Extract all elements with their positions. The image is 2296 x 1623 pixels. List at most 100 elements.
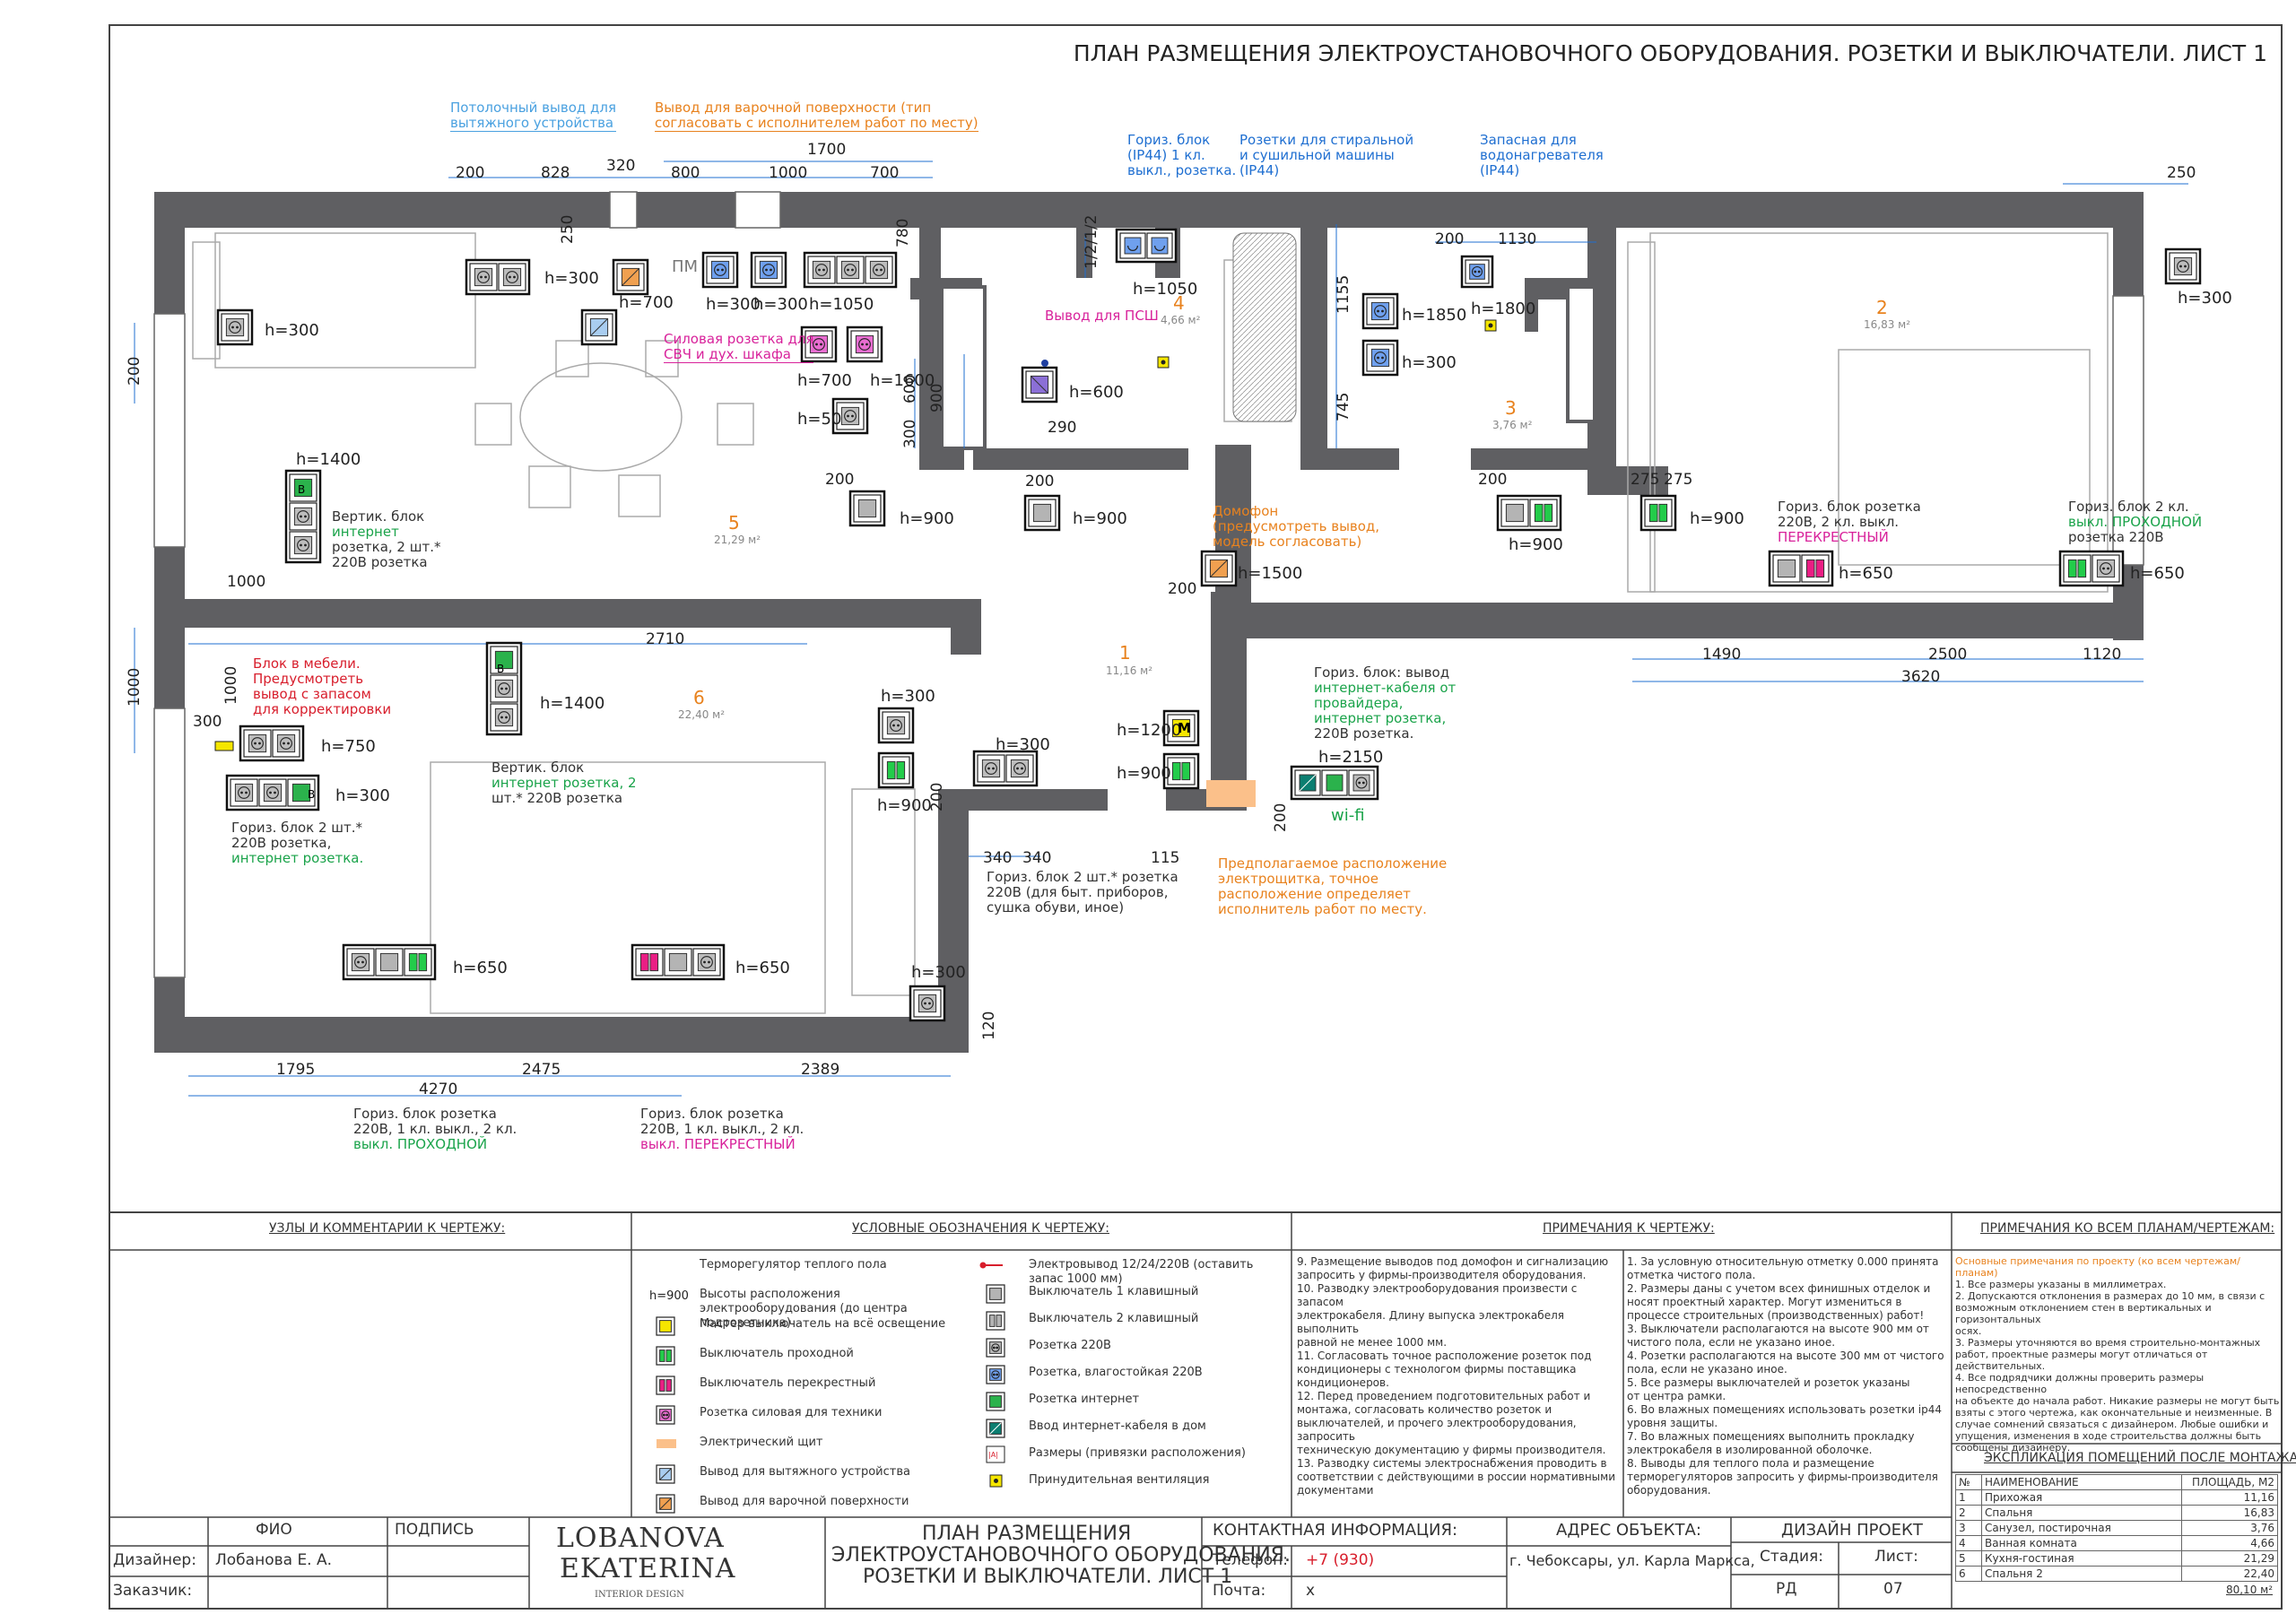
note-line: отметка чистого пола. bbox=[1627, 1269, 1756, 1281]
note-line: случае сомнений связаться с дизайнером. … bbox=[1955, 1419, 2269, 1430]
legend-item-label: Вывод для вытяжного устройства bbox=[700, 1465, 910, 1479]
height-label: h=1400 bbox=[296, 450, 361, 469]
note-line: упущения, изменения в ходе строительства… bbox=[1955, 1430, 2262, 1442]
note-line: 8. Выводы для теплого пола и размещение bbox=[1627, 1457, 1874, 1470]
dim-1000-b: 1000 bbox=[227, 573, 265, 591]
height-label: h=300 bbox=[335, 786, 390, 805]
title-block-grid bbox=[109, 1517, 1952, 1609]
stamp-plan-title-2: ЭЛЕКТРОУСТАНОВОЧНОГО ОБОРУДОВАНИЯ. bbox=[831, 1544, 1291, 1567]
device-block bbox=[1115, 228, 1178, 264]
dim-115: 115 bbox=[1151, 849, 1179, 867]
height-label: h=700 bbox=[797, 371, 852, 390]
height-label: h=300 bbox=[265, 321, 319, 340]
stamp-fio-header: ФИО bbox=[256, 1521, 292, 1539]
note-bedroom-left-block: Гориз. блок розетка 220В, 2 кл. выкл. ПЕ… bbox=[1778, 499, 1921, 545]
note-line: электрощитка, точное bbox=[1218, 871, 1378, 887]
logo-line-1: LOBANOVA bbox=[556, 1523, 725, 1554]
note-line: электрокабеля в изолированной оболочке. bbox=[1627, 1444, 1873, 1456]
note-line: процессе строительных (производственных)… bbox=[1627, 1309, 1925, 1322]
height-label: h=300 bbox=[544, 269, 599, 288]
note-bedroom-right-block: Гориз. блок 2 кл. выкл. ПРОХОДНОЙ розетк… bbox=[2068, 499, 2202, 545]
device-block bbox=[216, 308, 254, 346]
note-line: 1. За условную относительную отметку 0.0… bbox=[1627, 1255, 1939, 1268]
room-num-1: 1 bbox=[1119, 642, 1131, 664]
svg-text:h=900: h=900 bbox=[649, 1289, 689, 1303]
stamp-mail-label: Почта: bbox=[1213, 1582, 1266, 1600]
height-label: h=650 bbox=[453, 959, 508, 977]
table-cell: Кухня-гостиная bbox=[1981, 1550, 2182, 1567]
device-block bbox=[225, 774, 320, 812]
note-line: техническую документацию у фирмы произво… bbox=[1297, 1444, 1606, 1456]
device-block bbox=[877, 751, 915, 789]
height-label: h=700 bbox=[619, 293, 674, 312]
stamp-stage: РД bbox=[1776, 1580, 1797, 1598]
legend-item-label: Высоты расположения электрооборудования … bbox=[700, 1288, 908, 1330]
room-area-3: 3,76 м² bbox=[1492, 419, 1533, 431]
note-vertical-block-1: Вертик. блок интернет розетка, 2 шт.* 22… bbox=[332, 509, 440, 570]
device-block bbox=[465, 258, 531, 296]
note-line: (IP44) 1 кл. bbox=[1127, 147, 1205, 163]
electric-shield bbox=[1206, 780, 1256, 807]
note-line: Потолочный вывод для bbox=[450, 100, 616, 116]
dim-340-b: 340 bbox=[1022, 849, 1051, 867]
legend-icon-cable bbox=[986, 1419, 1005, 1438]
note-line: оборудования. bbox=[1627, 1484, 1711, 1497]
note-line: модель согласовать) bbox=[1213, 534, 1362, 550]
room-labels: 1 11,16 м² 2 16,83 м² 3 3,76 м² 4 4,66 м… bbox=[678, 292, 1910, 721]
stamp-address: г. Чебоксары, ул. Карла Маркса, bbox=[1509, 1552, 1755, 1569]
device-block bbox=[1361, 292, 1399, 330]
table-cell: № bbox=[1955, 1474, 1982, 1490]
note-oven-socket: Силовая розетка для СВЧ и дух. шкафа bbox=[664, 331, 814, 363]
note-water-heater: Запасная для водонагревателя (IP44) bbox=[1480, 133, 1604, 178]
note-line: выкл. ПРОХОДНОЙ bbox=[2068, 514, 2203, 530]
note-line: 3. Выключатели располагаются на высоте 9… bbox=[1627, 1323, 1929, 1335]
legend-icon-sock bbox=[986, 1338, 1005, 1358]
device-block bbox=[800, 325, 838, 363]
table-cell: Санузел, постирочная bbox=[1981, 1520, 2182, 1536]
note-line: 4. Розетки располагаются на высоте 300 м… bbox=[1627, 1350, 1944, 1362]
note-line: взяты с этого чертежа, как окончательные… bbox=[1955, 1407, 2273, 1419]
note-washer: Розетки для стиральной и сушильной машин… bbox=[1239, 133, 1413, 178]
device-block bbox=[750, 251, 787, 289]
stamp-plan-title-3: РОЗЕТКИ И ВЫКЛЮЧАТЕЛИ. ЛИСТ 1 bbox=[863, 1566, 1233, 1588]
legend-item-label: Ввод интернет-кабеля в дом bbox=[1029, 1419, 1206, 1433]
note-line: сообщены дизайнеру. bbox=[1955, 1442, 2071, 1454]
device-block bbox=[1200, 550, 1238, 587]
note-horiz-block-2: Гориз. блок 2 шт.* 220В розетка, интерне… bbox=[231, 820, 363, 866]
legend-icon-inet bbox=[986, 1392, 1005, 1411]
legend-icon-hob bbox=[656, 1494, 675, 1514]
note-line: запросить у фирмы-производителя оборудов… bbox=[1297, 1269, 1587, 1281]
note-shield-location: Предполагаемое расположение электрощитка… bbox=[1218, 856, 1447, 917]
note-line: Гориз. блок 2 кл. bbox=[2068, 499, 2189, 515]
device-block bbox=[1768, 550, 1834, 587]
height-label: h=650 bbox=[2130, 564, 2185, 583]
note-line: Розетки для стиральной bbox=[1239, 132, 1414, 148]
note-line: терморегуляторов запросить у фирмы-произ… bbox=[1627, 1471, 1938, 1483]
table-cell: 3 bbox=[1955, 1520, 1982, 1536]
note-line: Гориз. блок bbox=[1127, 132, 1211, 148]
table-cell: НАИМЕНОВАНИЕ bbox=[1981, 1474, 2182, 1490]
room-num-6: 6 bbox=[693, 687, 705, 708]
bathtub bbox=[1232, 232, 1297, 422]
height-label: h=900 bbox=[1509, 535, 1563, 554]
device-block bbox=[612, 258, 649, 296]
stamp-address-header: АДРЕС ОБЪЕКТА: bbox=[1556, 1521, 1701, 1540]
note-line: интернет-кабеля от bbox=[1314, 680, 1457, 696]
note-line: 2. Допускаются отклонения в размерах до … bbox=[1955, 1290, 2266, 1302]
note-line: согласовать с исполнителем работ по мест… bbox=[655, 115, 978, 131]
note-line: Вывод для варочной поверхности (тип bbox=[655, 100, 932, 116]
logo-line-2: EKATERINA bbox=[560, 1553, 736, 1584]
note-line: Гориз. блок розетка bbox=[640, 1106, 784, 1122]
legend-icons: h=900|A| bbox=[649, 1262, 1005, 1514]
legend-item-label: Выключатель 1 клавишный bbox=[1029, 1285, 1199, 1298]
dim-2389: 2389 bbox=[801, 1061, 839, 1079]
height-label: h=900 bbox=[877, 796, 932, 815]
note-line: Силовая розетка для bbox=[664, 331, 814, 347]
ventilation-marker bbox=[1157, 356, 1170, 369]
legend-item-label: Электрический щит bbox=[700, 1436, 823, 1449]
height-label: h=300 bbox=[1402, 353, 1457, 372]
windows bbox=[153, 191, 2144, 978]
note-line: 11. Согласовать точное расположение розе… bbox=[1297, 1350, 1592, 1362]
room-area-5: 21,29 м² bbox=[714, 534, 761, 546]
